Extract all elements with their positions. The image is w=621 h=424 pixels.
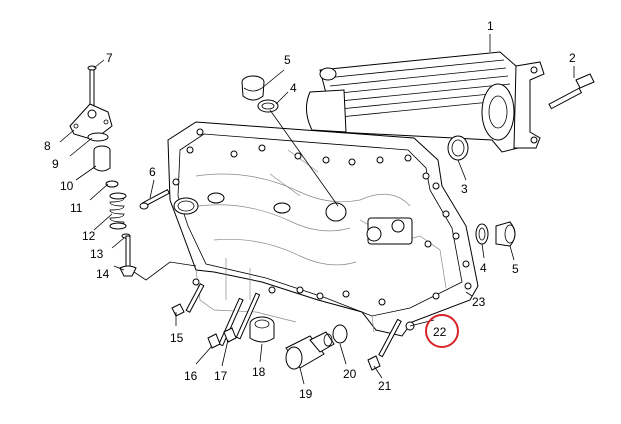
callout-18: 18 <box>252 365 266 379</box>
callout-1: 1 <box>487 19 494 33</box>
callout-6: 6 <box>149 165 156 179</box>
callout-9: 9 <box>52 157 59 171</box>
bolt <box>367 318 402 371</box>
callout-20: 20 <box>343 367 357 381</box>
plug <box>495 221 516 247</box>
callout-22: 22 <box>433 325 447 339</box>
bolt <box>207 297 244 349</box>
sensor <box>285 331 335 370</box>
bolt <box>171 283 205 317</box>
stud <box>87 65 97 111</box>
callout-labels: 1 2 3 4 4 5 5 6 7 8 9 10 11 12 13 14 15 … <box>44 19 576 401</box>
callout-11: 11 <box>70 201 83 215</box>
callout-5: 5 <box>284 53 291 67</box>
cap-bracket <box>69 103 113 141</box>
callout-15: 15 <box>170 331 184 345</box>
spring <box>109 192 127 230</box>
plug <box>241 75 265 101</box>
callout-3: 3 <box>461 182 468 196</box>
callout-2: 2 <box>569 51 576 65</box>
seal-ring <box>257 99 279 113</box>
valve <box>119 235 137 277</box>
callout-19: 19 <box>299 387 313 401</box>
callout-17: 17 <box>214 369 228 383</box>
callout-12: 12 <box>82 229 96 243</box>
callout-4: 4 <box>290 81 297 95</box>
washer <box>105 180 119 188</box>
seal-ring <box>332 324 348 344</box>
callout-13: 13 <box>90 247 104 261</box>
callout-14: 14 <box>96 267 110 281</box>
leader-lines <box>59 34 575 385</box>
callout-23: 23 <box>472 295 486 309</box>
callout-10: 10 <box>60 179 74 193</box>
seal-ring <box>475 223 489 245</box>
callout-8: 8 <box>44 139 51 153</box>
callout-21: 21 <box>378 379 392 393</box>
bolt <box>139 188 170 210</box>
housing-cover <box>167 121 479 337</box>
fitting <box>249 316 275 343</box>
highlight-circle <box>425 314 459 348</box>
bolt <box>548 73 595 110</box>
callout-4: 4 <box>480 261 487 275</box>
callout-16: 16 <box>184 369 198 383</box>
oil-cooler <box>306 51 545 153</box>
gasket-ring <box>447 135 469 161</box>
bolt <box>223 292 261 343</box>
callout-7: 7 <box>106 51 113 65</box>
o-ring <box>87 132 109 142</box>
callout-5: 5 <box>512 262 519 276</box>
sleeve <box>93 145 111 172</box>
